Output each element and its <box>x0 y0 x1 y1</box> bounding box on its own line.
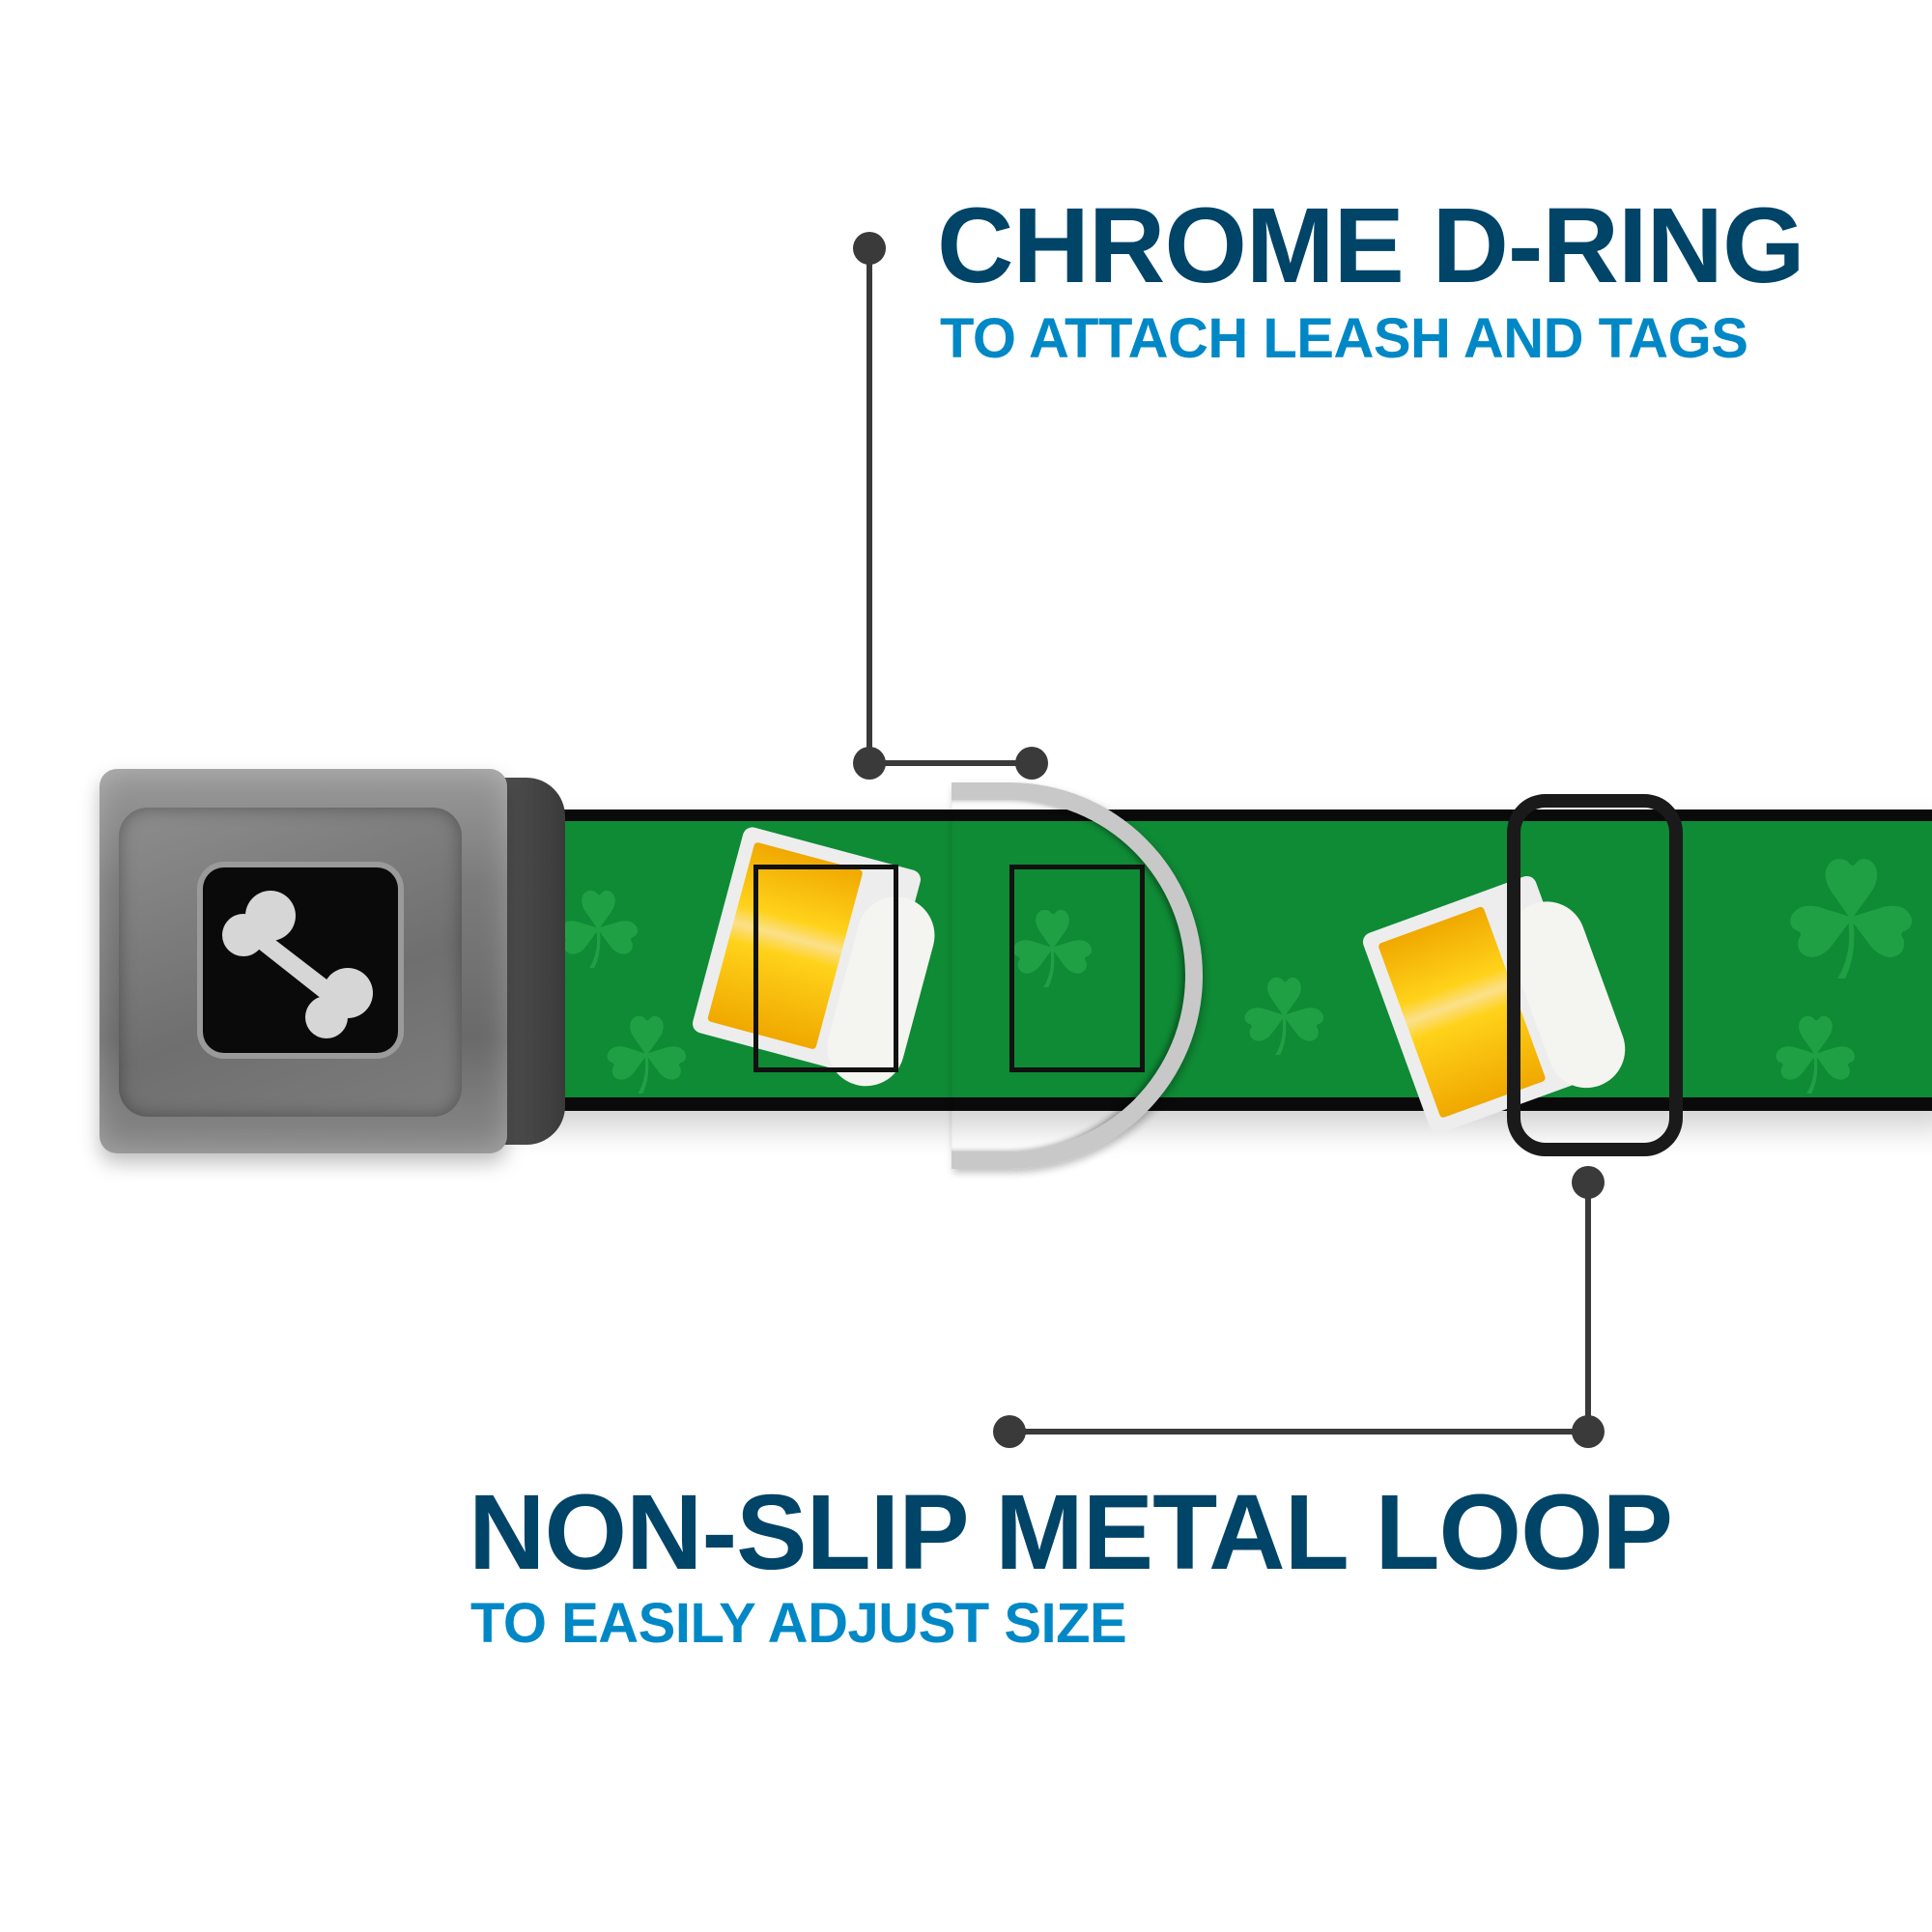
d-ring-subtitle: TO ATTACH LEASH AND TAGS <box>940 307 1748 370</box>
metal-loop-subtitle: TO EASILY ADJUST SIZE <box>470 1592 1127 1655</box>
leader-dot <box>1015 747 1048 780</box>
metal-adjustment-loop <box>1507 794 1683 1156</box>
shamrock-icon: ☘ <box>599 998 695 1117</box>
buckle-emblem <box>203 867 398 1053</box>
leader-line-vertical <box>867 248 872 763</box>
box-stitch <box>753 865 898 1072</box>
shamrock-icon: ☘ <box>1768 998 1863 1117</box>
leader-line-horizontal <box>869 760 1032 766</box>
shamrock-icon: ☘ <box>1777 831 1925 1014</box>
seatbelt-buckle <box>99 769 507 1153</box>
leader-line-horizontal <box>1009 1429 1588 1435</box>
shamrock-icon: ☘ <box>551 872 646 991</box>
d-ring-title: CHROME D-RING <box>937 186 1805 305</box>
metal-loop-title: NON-SLIP METAL LOOP <box>469 1473 1673 1592</box>
leader-dot <box>993 1415 1026 1448</box>
shamrock-icon: ☘ <box>1236 959 1332 1078</box>
leader-line-vertical <box>1585 1182 1591 1432</box>
bone-icon <box>222 891 373 1038</box>
